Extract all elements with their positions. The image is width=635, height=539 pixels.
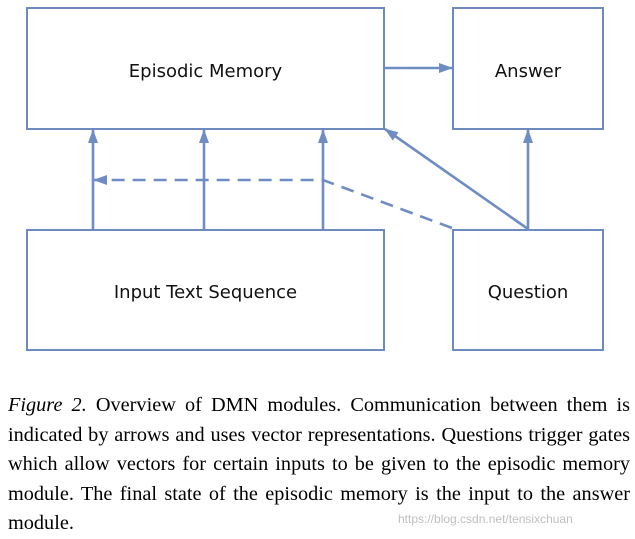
input-text-sequence-module: Input Text Sequence xyxy=(26,229,385,351)
episodic-memory-box xyxy=(26,7,385,130)
question-module: Question xyxy=(452,229,604,351)
input-text-sequence-box xyxy=(26,229,385,351)
input-text-sequence-label: Input Text Sequence xyxy=(114,282,297,303)
episodic-memory-label: Episodic Memory xyxy=(129,61,283,82)
answer-box xyxy=(452,7,604,130)
figure-caption: Figure 2. Overview of DMN modules. Commu… xyxy=(8,391,630,539)
caption-text: Overview of DMN modules. Communication b… xyxy=(8,394,630,534)
question-to-memory-arrow xyxy=(384,127,529,231)
figure-label: Figure 2. xyxy=(8,394,87,416)
episodic-memory-module: Episodic Memory xyxy=(26,7,385,130)
answer-label: Answer xyxy=(495,61,562,82)
question-gate-dashed-arrow xyxy=(93,175,453,230)
question-label: Question xyxy=(488,282,569,303)
answer-module: Answer xyxy=(452,7,604,130)
question-box xyxy=(452,229,604,351)
dmn-diagram: Episodic Memory Answer Input Text Sequen… xyxy=(26,7,604,351)
